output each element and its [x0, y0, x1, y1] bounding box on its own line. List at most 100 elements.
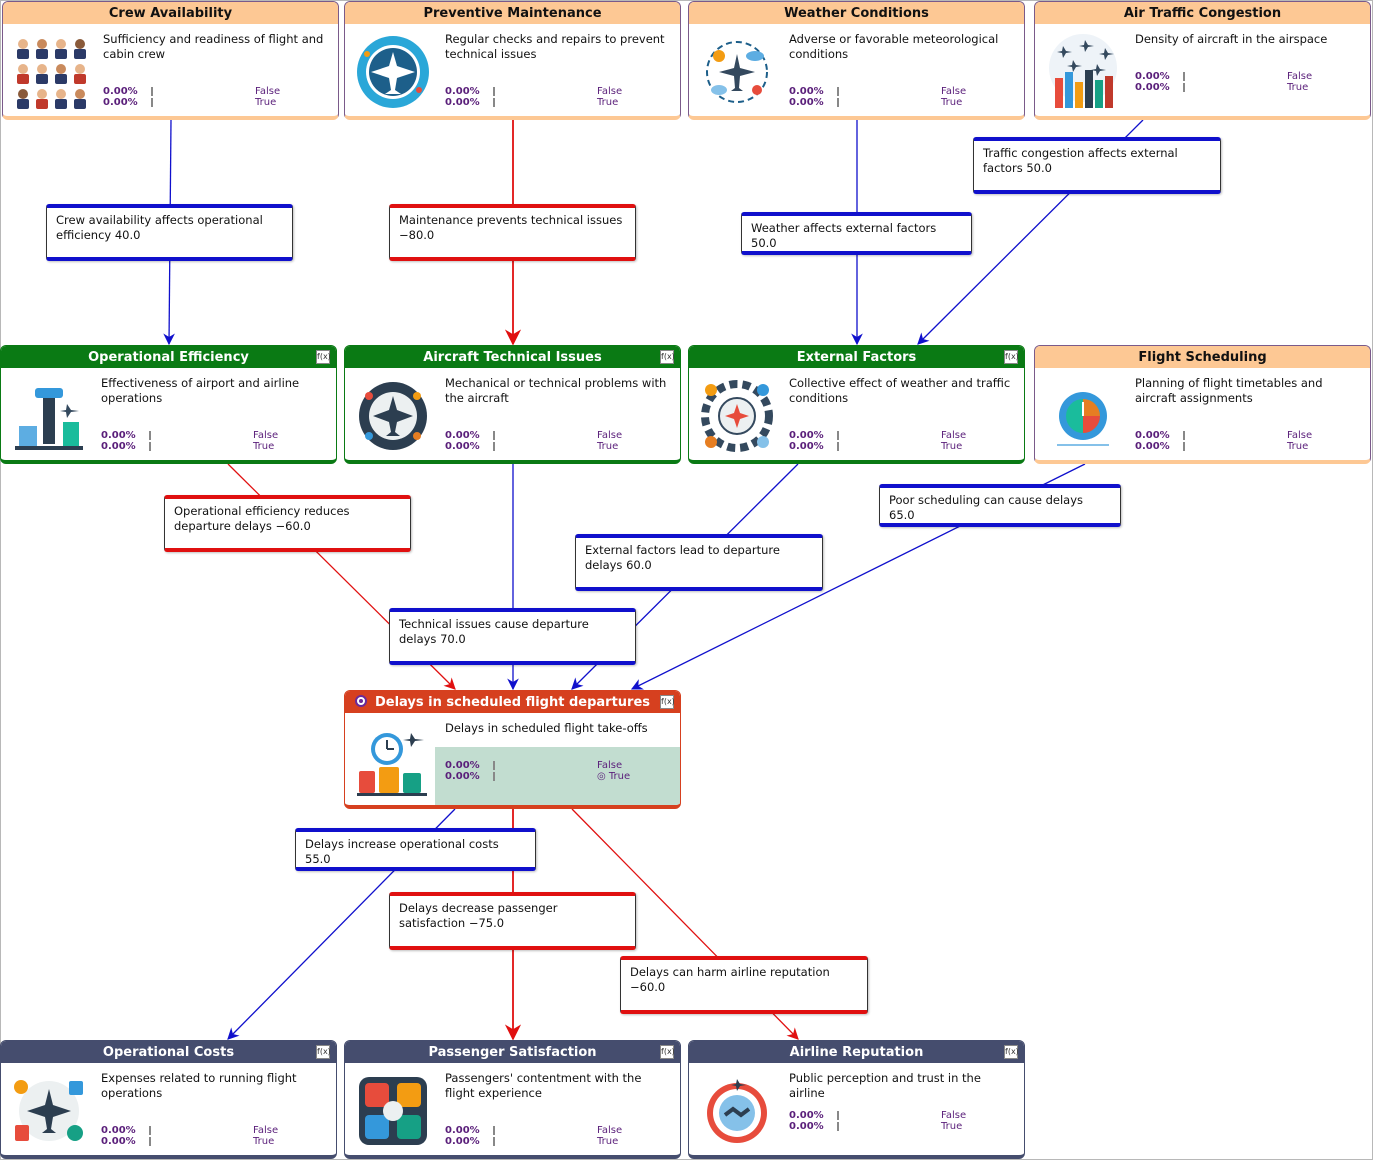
node-operational-efficiency[interactable]: Operational Efficiency f(x) Effectivenes…	[0, 345, 337, 464]
delays-icon	[357, 733, 427, 796]
node-description: Collective effect of weather and traffic…	[789, 376, 1011, 405]
state-percent: 0.00%	[445, 771, 480, 782]
maintenance-icon	[357, 36, 429, 108]
state-label[interactable]: True	[597, 1136, 619, 1147]
state-list: 0.00%False 0.00%True	[103, 86, 333, 108]
state-percent: 0.00%	[1135, 430, 1170, 441]
state-label[interactable]: False	[253, 430, 279, 441]
state-label[interactable]: True	[255, 97, 277, 108]
edge-label-opeff-delays[interactable]: Operational efficiency reduces departure…	[164, 495, 411, 552]
state-label[interactable]: False	[941, 1110, 967, 1121]
state-percent: 0.00%	[101, 1136, 136, 1147]
node-title: Airline Reputation	[689, 1041, 1024, 1063]
state-label[interactable]: False	[597, 1125, 623, 1136]
node-airline-reputation[interactable]: Airline Reputation f(x) Public perceptio…	[688, 1040, 1025, 1159]
function-icon[interactable]: f(x)	[660, 350, 675, 364]
state-percent: 0.00%	[1135, 82, 1170, 93]
state-list: 0.00% False 0.00% ◎ True	[445, 760, 675, 782]
edge-label-atc-ext[interactable]: Traffic congestion affects external fact…	[973, 137, 1221, 194]
state-label[interactable]: True	[253, 1136, 275, 1147]
reputation-icon	[707, 1079, 767, 1143]
state-label[interactable]: True	[941, 1121, 963, 1132]
state-label[interactable]: False	[1287, 430, 1313, 441]
state-list: 0.00%False 0.00%True	[1135, 71, 1365, 93]
state-label[interactable]: False	[597, 430, 623, 441]
air-traffic-icon	[1049, 34, 1117, 108]
node-preventive-maintenance[interactable]: Preventive Maintenance Regular checks an…	[344, 1, 681, 120]
node-air-traffic-congestion[interactable]: Air Traffic Congestion Density of aircra…	[1034, 1, 1371, 120]
node-aircraft-technical-issues[interactable]: Aircraft Technical Issues f(x) Mechanica…	[344, 345, 681, 464]
state-label[interactable]: False	[597, 86, 623, 97]
costs-icon	[14, 1080, 83, 1141]
function-icon[interactable]: f(x)	[660, 695, 675, 709]
node-title: Operational Efficiency	[1, 346, 336, 368]
function-icon[interactable]: f(x)	[1004, 1045, 1019, 1059]
node-description: Sufficiency and readiness of flight and …	[103, 32, 324, 61]
function-icon[interactable]: f(x)	[660, 1045, 675, 1059]
node-title: Delays in scheduled flight departures	[345, 691, 680, 713]
state-percent: 0.00%	[789, 1110, 824, 1121]
state-label[interactable]: ◎ True	[597, 771, 631, 782]
edge-label-maint-tech[interactable]: Maintenance prevents technical issues −8…	[389, 204, 636, 261]
state-list: 0.00%False 0.00%True	[445, 1125, 675, 1147]
node-external-factors[interactable]: External Factors f(x) Collective effect …	[688, 345, 1025, 464]
state-list: 0.00% False 0.00% True	[101, 430, 331, 452]
function-icon[interactable]: f(x)	[1004, 350, 1019, 364]
state-percent: 0.00%	[789, 430, 824, 441]
state-label[interactable]: False	[255, 86, 281, 97]
state-label[interactable]: False	[1287, 71, 1313, 82]
edge-label-weather-ext[interactable]: Weather affects external factors 50.0	[741, 212, 972, 255]
operations-icon	[15, 388, 83, 450]
node-passenger-satisfaction[interactable]: Passenger Satisfaction f(x) Passengers' …	[344, 1040, 681, 1159]
node-title: Operational Costs	[1, 1041, 336, 1063]
node-description: Effectiveness of airport and airline ope…	[101, 376, 300, 405]
state-label[interactable]: True	[941, 441, 963, 452]
node-delays-in-scheduled-flight-departures[interactable]: Delays in scheduled flight departures f(…	[344, 690, 681, 809]
weather-icon	[706, 41, 768, 103]
state-label[interactable]: True	[597, 441, 619, 452]
state-label[interactable]: False	[597, 760, 623, 771]
edge-label-sched-delays[interactable]: Poor scheduling can cause delays 65.0	[879, 484, 1121, 527]
state-label[interactable]: False	[941, 86, 967, 97]
state-label[interactable]: True	[1287, 441, 1309, 452]
target-icon	[355, 695, 367, 707]
node-title: Preventive Maintenance	[345, 2, 680, 24]
evidence-panel	[435, 747, 680, 805]
edge-label-delays-costs[interactable]: Delays increase operational costs 55.0	[295, 828, 536, 871]
edge-label-crew-opeff[interactable]: Crew availability affects operational ef…	[46, 204, 293, 261]
state-list: 0.00%False 0.00%True	[789, 86, 1019, 108]
node-operational-costs[interactable]: Operational Costs f(x) Expenses related …	[0, 1040, 337, 1159]
state-label[interactable]: False	[253, 1125, 279, 1136]
state-label[interactable]: True	[1287, 82, 1309, 93]
state-list: 0.00%False 0.00%True	[1135, 430, 1365, 452]
node-flight-scheduling[interactable]: Flight Scheduling Planning of flight tim…	[1034, 345, 1371, 464]
node-title: Passenger Satisfaction	[345, 1041, 680, 1063]
state-percent: 0.00%	[103, 86, 138, 97]
state-label[interactable]: True	[941, 97, 963, 108]
edge-label-delays-pax[interactable]: Delays decrease passenger satisfaction −…	[389, 892, 636, 950]
state-percent: 0.00%	[101, 441, 136, 452]
state-percent: 0.00%	[101, 1125, 136, 1136]
state-percent: 0.00%	[445, 441, 480, 452]
state-label[interactable]: True	[597, 97, 619, 108]
state-list: 0.00%False 0.00%True	[789, 1110, 1019, 1132]
state-percent: 0.00%	[101, 430, 136, 441]
node-title: Weather Conditions	[689, 2, 1024, 24]
node-description: Delays in scheduled flight take-offs	[445, 721, 648, 735]
node-description: Adverse or favorable meteorological cond…	[789, 32, 999, 61]
node-description: Regular checks and repairs to prevent te…	[445, 32, 665, 61]
state-label[interactable]: False	[941, 430, 967, 441]
node-weather-conditions[interactable]: Weather Conditions Adverse or favorable …	[688, 1, 1025, 120]
edge-label-tech-delays[interactable]: Technical issues cause departure delays …	[389, 608, 636, 665]
node-crew-availability[interactable]: Crew Availability Sufficiency and readin…	[2, 1, 339, 120]
edge-label-delays-rep[interactable]: Delays can harm airline reputation −60.0	[620, 956, 868, 1014]
state-percent: 0.00%	[445, 1125, 480, 1136]
edge-label-ext-delays[interactable]: External factors lead to departure delay…	[575, 534, 823, 591]
function-icon[interactable]: f(x)	[316, 350, 331, 364]
state-percent: 0.00%	[445, 97, 480, 108]
state-list: 0.00%False 0.00%True	[445, 430, 675, 452]
state-percent: 0.00%	[789, 97, 824, 108]
function-icon[interactable]: f(x)	[316, 1045, 331, 1059]
state-label[interactable]: True	[253, 441, 275, 452]
state-percent: 0.00%	[445, 760, 480, 771]
